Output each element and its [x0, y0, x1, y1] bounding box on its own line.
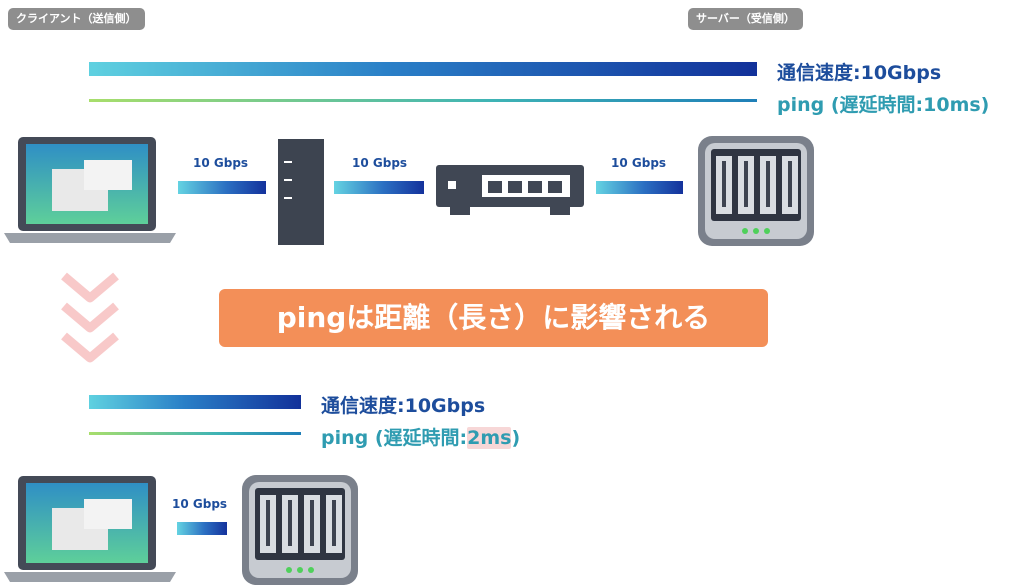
link-label-3: 10 Gbps: [611, 156, 667, 170]
link-label-1: 10 Gbps: [193, 156, 249, 170]
ping-value-highlight: 2ms: [467, 427, 512, 449]
nas-server-icon-bottom: [242, 475, 358, 585]
link-bar-3: [596, 181, 683, 194]
ping-label-bottom-prefix: ping (遅延時間:: [321, 427, 468, 449]
router-icon: [278, 139, 324, 245]
link-bar-2: [334, 181, 424, 194]
link-label-bottom: 10 Gbps: [172, 497, 228, 511]
ping-label-top: ping (遅延時間:10ms): [777, 94, 990, 116]
switch-icon: [436, 165, 584, 215]
down-chevrons-icon: [61, 272, 119, 363]
ping-bar-top: [89, 99, 757, 102]
link-bar-1: [178, 181, 266, 194]
link-label-2: 10 Gbps: [352, 156, 408, 170]
speed-bar-top: [89, 62, 757, 76]
laptop-icon: [4, 137, 176, 243]
ping-label-bottom: ping (遅延時間:2ms): [321, 423, 520, 450]
link-bar-bottom: [177, 522, 227, 535]
ping-label-bottom-suffix: ): [511, 427, 521, 449]
speed-label-top: 通信速度:10Gbps: [777, 62, 942, 84]
server-tag: サーバー（受信側）: [688, 8, 803, 30]
ping-distance-banner: pingは距離（長さ）に影響される: [219, 289, 768, 347]
ping-bar-bottom: [89, 432, 301, 435]
speed-bar-bottom: [89, 395, 301, 409]
speed-label-bottom: 通信速度:10Gbps: [321, 395, 486, 417]
laptop-icon-bottom: [4, 476, 176, 582]
nas-server-icon: [698, 136, 814, 246]
client-tag: クライアント（送信側）: [8, 8, 145, 30]
